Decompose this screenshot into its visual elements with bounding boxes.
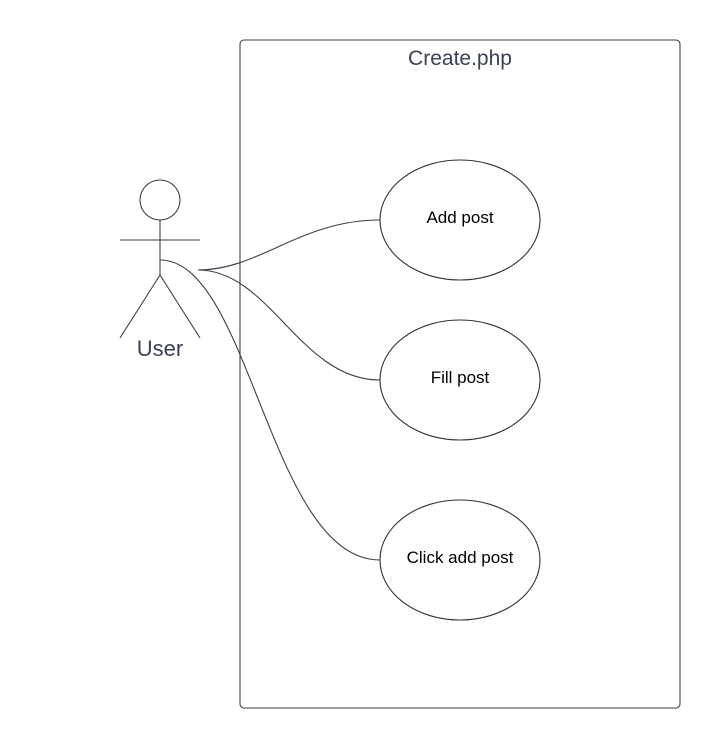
actor-user: User [119, 179, 201, 361]
actor-head [139, 179, 181, 221]
actor-right-leg [159, 274, 201, 339]
association-line-fill-post [197, 269, 381, 381]
use-case-label: Click add post [407, 548, 514, 567]
association-line-click-add-post [159, 259, 381, 561]
use-case-ellipse [379, 499, 541, 621]
association-line-add-post [197, 219, 381, 271]
actor-left-leg [119, 274, 161, 339]
use-case-label: Fill post [431, 368, 490, 387]
use-case-label: Add post [426, 208, 493, 227]
use-case-click-add-post: Click add post [379, 499, 541, 621]
use-case-ellipse [379, 159, 541, 281]
actor-label: User [137, 336, 183, 361]
system-title: Create.php [408, 47, 512, 70]
use-case-fill-post: Fill post [379, 319, 541, 441]
use-case-add-post: Add post [379, 159, 541, 281]
use-case-ellipse [379, 319, 541, 441]
